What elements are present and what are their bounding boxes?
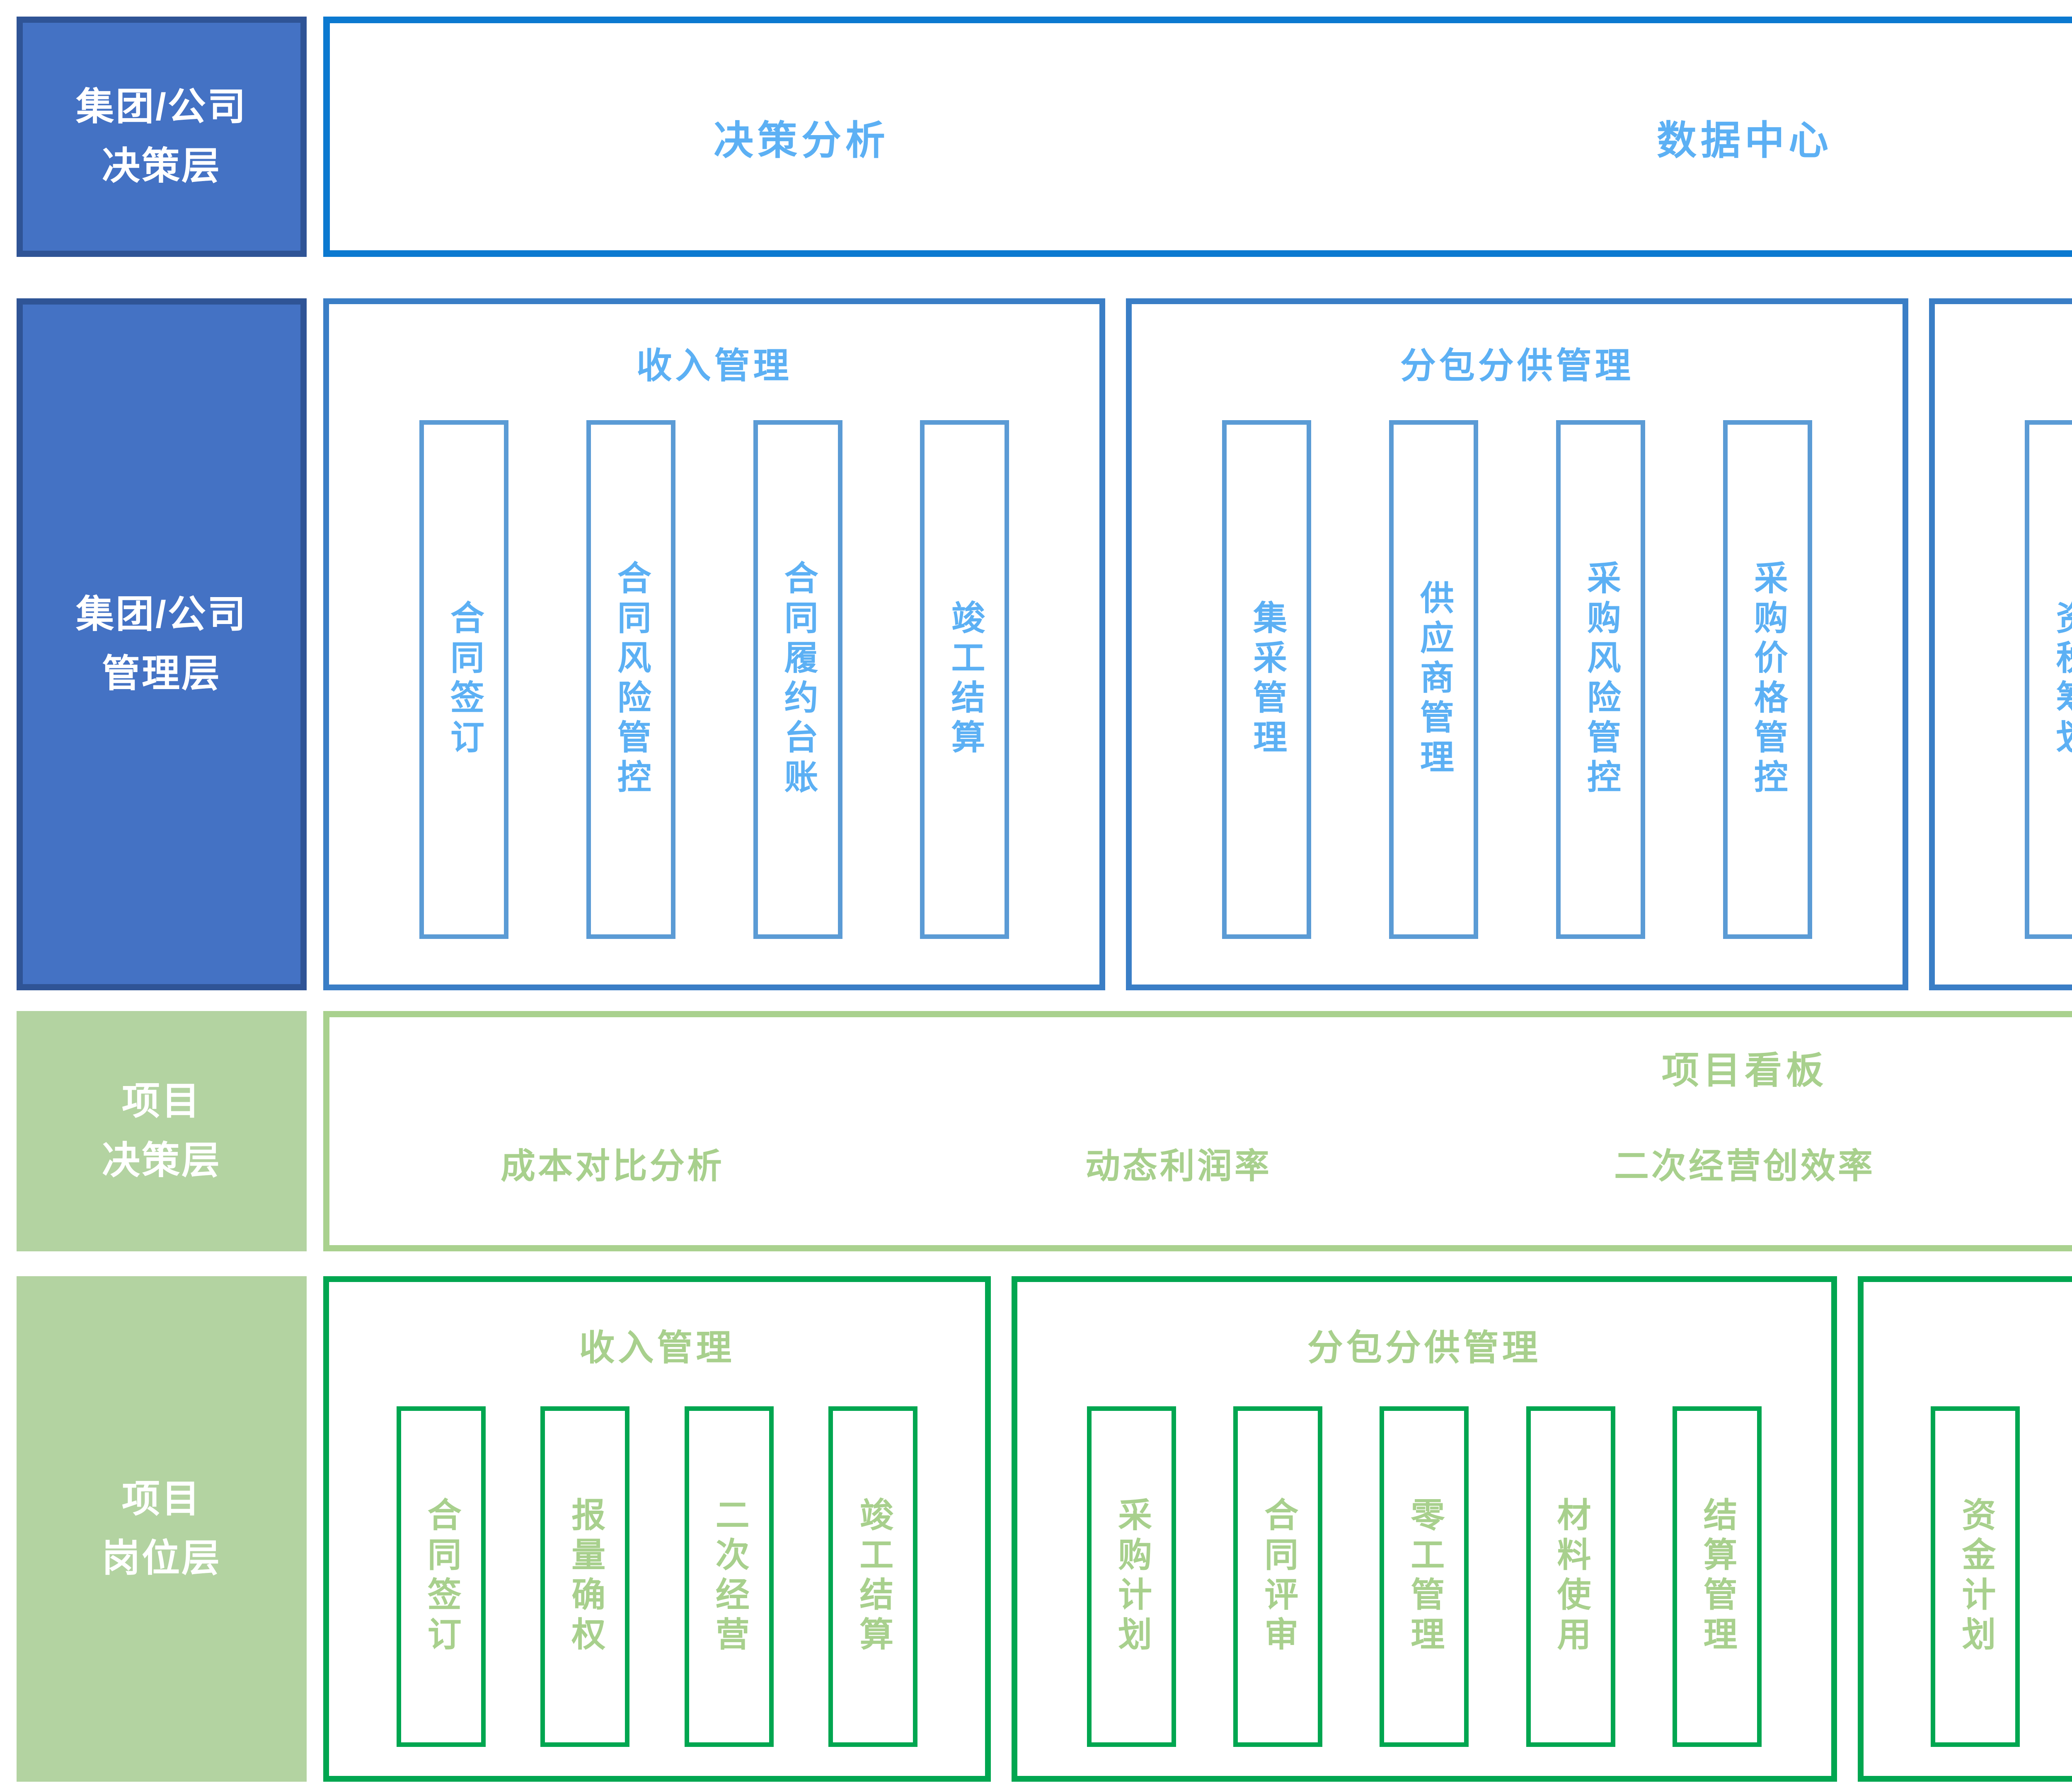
column-label: 合同签订 — [422, 1497, 460, 1656]
columns-subcontract: 集采管理 供应商管理 采购风险管控 采购价格管控 — [1144, 420, 1890, 939]
project-dashboard-items: 成本对比分析 动态利润率 二次经营创效率 产值确权率 项目经营月报 — [329, 1094, 2072, 1233]
columns-tax: 资税筹划备用金管理费用指标管理资金风险 — [1947, 420, 2072, 939]
group-revenue: 收入管理合同签订 合同风险管控 合同履约台账 竣工结算 — [323, 298, 1106, 990]
row-group-decision: 集团/公司 决策层 决策分析 数据中心 企业知识库 — [17, 17, 2072, 257]
column-label: 竣工结算 — [946, 600, 984, 759]
panel-project-dashboard: 项目看板 成本对比分析 动态利润率 二次经营创效率 产值确权率 项目经营月报 — [323, 1011, 2072, 1251]
label-line: 决策层 — [102, 145, 221, 187]
column-label: 供应商管理 — [1415, 580, 1453, 779]
column-revenue-3: 竣工结算 — [828, 1406, 918, 1747]
group-title-tax: 资税管理 — [1947, 304, 2072, 420]
project-position-panels: 收入管理合同签订 报量确权 二次经营 竣工结算 分包分供管理采购计划 合同评审 零工管理 材料… — [323, 1276, 2072, 1782]
label-line: 项目 — [121, 1080, 201, 1123]
column-subcontract-0: 采购计划 — [1087, 1406, 1176, 1747]
column-label: 集采管理 — [1248, 600, 1286, 759]
column-label: 采购风险管控 — [1582, 560, 1620, 799]
item-data-center: 数据中心 — [1657, 118, 1832, 163]
row-project-position: 项目 岗位层 收入管理合同签订 报量确权 二次经营 竣工结算 分包分供管理采购计划 合同评… — [17, 1276, 2072, 1782]
column-label: 采购价格管控 — [1749, 560, 1787, 799]
row-group-management: 集团/公司 管理层 收入管理合同签订 合同风险管控 合同履约台账 竣工结算 分包分供管理… — [17, 298, 2072, 990]
column-label: 采购计划 — [1113, 1497, 1151, 1656]
group-title-revenue: 收入管理 — [636, 346, 792, 386]
item-dynamic-profit-rate: 动态利润率 — [1085, 1147, 1272, 1185]
item-cost-comparison-analysis: 成本对比分析 — [500, 1147, 724, 1185]
label-line: 决策层 — [102, 1139, 221, 1182]
column-label: 零工管理 — [1405, 1497, 1443, 1656]
column-revenue-2: 二次经营 — [684, 1406, 774, 1747]
column-revenue-0: 合同签订 — [419, 420, 508, 939]
item-secondary-operation-benefit-rate: 二次经营创效率 — [1614, 1147, 1875, 1185]
label-project-position-layer: 项目 岗位层 — [17, 1276, 307, 1782]
columns-tax: 资金计划收付款管理报销管理发票管理 — [1876, 1406, 2072, 1747]
group-subcontract: 分包分供管理采购计划 合同评审 零工管理 材料使用 结算管理 — [1012, 1276, 1837, 1782]
group-revenue: 收入管理合同签订 报量确权 二次经营 竣工结算 — [323, 1276, 991, 1782]
label-project-decision-layer: 项目 决策层 — [17, 1011, 307, 1251]
column-label: 合同履约台账 — [779, 560, 817, 799]
group-subcontract: 分包分供管理集采管理 供应商管理 采购风险管控 采购价格管控 — [1126, 298, 1908, 990]
column-subcontract-2: 采购风险管控 — [1556, 420, 1645, 939]
column-tax-0: 资金计划 — [1931, 1406, 2020, 1747]
label-group-decision-layer: 集团/公司 决策层 — [17, 17, 307, 257]
column-revenue-1: 报量确权 — [540, 1406, 630, 1747]
column-subcontract-4: 结算管理 — [1672, 1406, 1762, 1747]
group-title-revenue: 收入管理 — [579, 1328, 735, 1368]
column-subcontract-3: 材料使用 — [1526, 1406, 1615, 1747]
column-subcontract-1: 合同评审 — [1233, 1406, 1323, 1747]
label-line: 项目 — [121, 1478, 201, 1521]
group-tax: 资税管理资税筹划备用金管理费用指标管理资金风险 — [1929, 298, 2072, 990]
column-label: 结算管理 — [1698, 1497, 1736, 1656]
column-label: 报量确权 — [566, 1497, 604, 1656]
group-title-subcontract: 分包分供管理 — [1307, 1328, 1541, 1368]
label-line: 集团/公司 — [76, 593, 247, 636]
column-label: 合同风险管控 — [612, 560, 650, 799]
group-management-panels: 收入管理合同签订 合同风险管控 合同履约台账 竣工结算 分包分供管理集采管理 供应商管理 采… — [323, 298, 2072, 990]
column-label: 合同评审 — [1259, 1497, 1297, 1656]
column-label: 竣工结算 — [854, 1497, 892, 1656]
columns-subcontract: 采购计划 合同评审 零工管理 材料使用 结算管理 — [1030, 1406, 1819, 1747]
column-tax-0: 资税筹划 — [2025, 420, 2072, 939]
column-label: 材料使用 — [1552, 1497, 1590, 1656]
columns-revenue: 合同签订 报量确权 二次经营 竣工结算 — [341, 1406, 973, 1747]
column-label: 二次经营 — [710, 1497, 748, 1656]
column-revenue-2: 合同履约台账 — [753, 420, 842, 939]
column-subcontract-3: 采购价格管控 — [1723, 420, 1812, 939]
column-revenue-1: 合同风险管控 — [586, 420, 675, 939]
group-title-tax: 资税管理 — [1876, 1282, 2072, 1406]
group-tax: 资税管理资金计划收付款管理报销管理发票管理 — [1857, 1276, 2072, 1782]
group-title-subcontract: 分包分供管理 — [1400, 346, 1634, 386]
column-label: 合同签订 — [445, 600, 483, 759]
label-line: 集团/公司 — [76, 86, 247, 128]
column-label: 资税筹划 — [2050, 600, 2072, 759]
column-subcontract-1: 供应商管理 — [1389, 420, 1479, 939]
column-revenue-3: 竣工结算 — [920, 420, 1009, 939]
panel-group-decision: 决策分析 数据中心 企业知识库 — [323, 17, 2072, 257]
project-dashboard-title: 项目看板 — [1662, 1050, 1828, 1091]
label-group-management-layer: 集团/公司 管理层 — [17, 298, 307, 990]
column-subcontract-2: 零工管理 — [1380, 1406, 1469, 1747]
label-line: 管理层 — [102, 653, 221, 695]
column-subcontract-0: 集采管理 — [1222, 420, 1312, 939]
label-line: 岗位层 — [102, 1537, 221, 1580]
item-output-confirmation-rate: 产值确权率 — [2028, 1138, 2072, 1188]
column-revenue-0: 合同签订 — [396, 1406, 486, 1747]
row-project-decision: 项目 决策层 项目看板 成本对比分析 动态利润率 二次经营创效率 产值确权率 项… — [17, 1011, 2072, 1251]
item-decision-analysis: 决策分析 — [714, 118, 889, 163]
columns-revenue: 合同签订 合同风险管控 合同履约台账 竣工结算 — [341, 420, 1087, 939]
column-label: 资金计划 — [1956, 1497, 1995, 1656]
